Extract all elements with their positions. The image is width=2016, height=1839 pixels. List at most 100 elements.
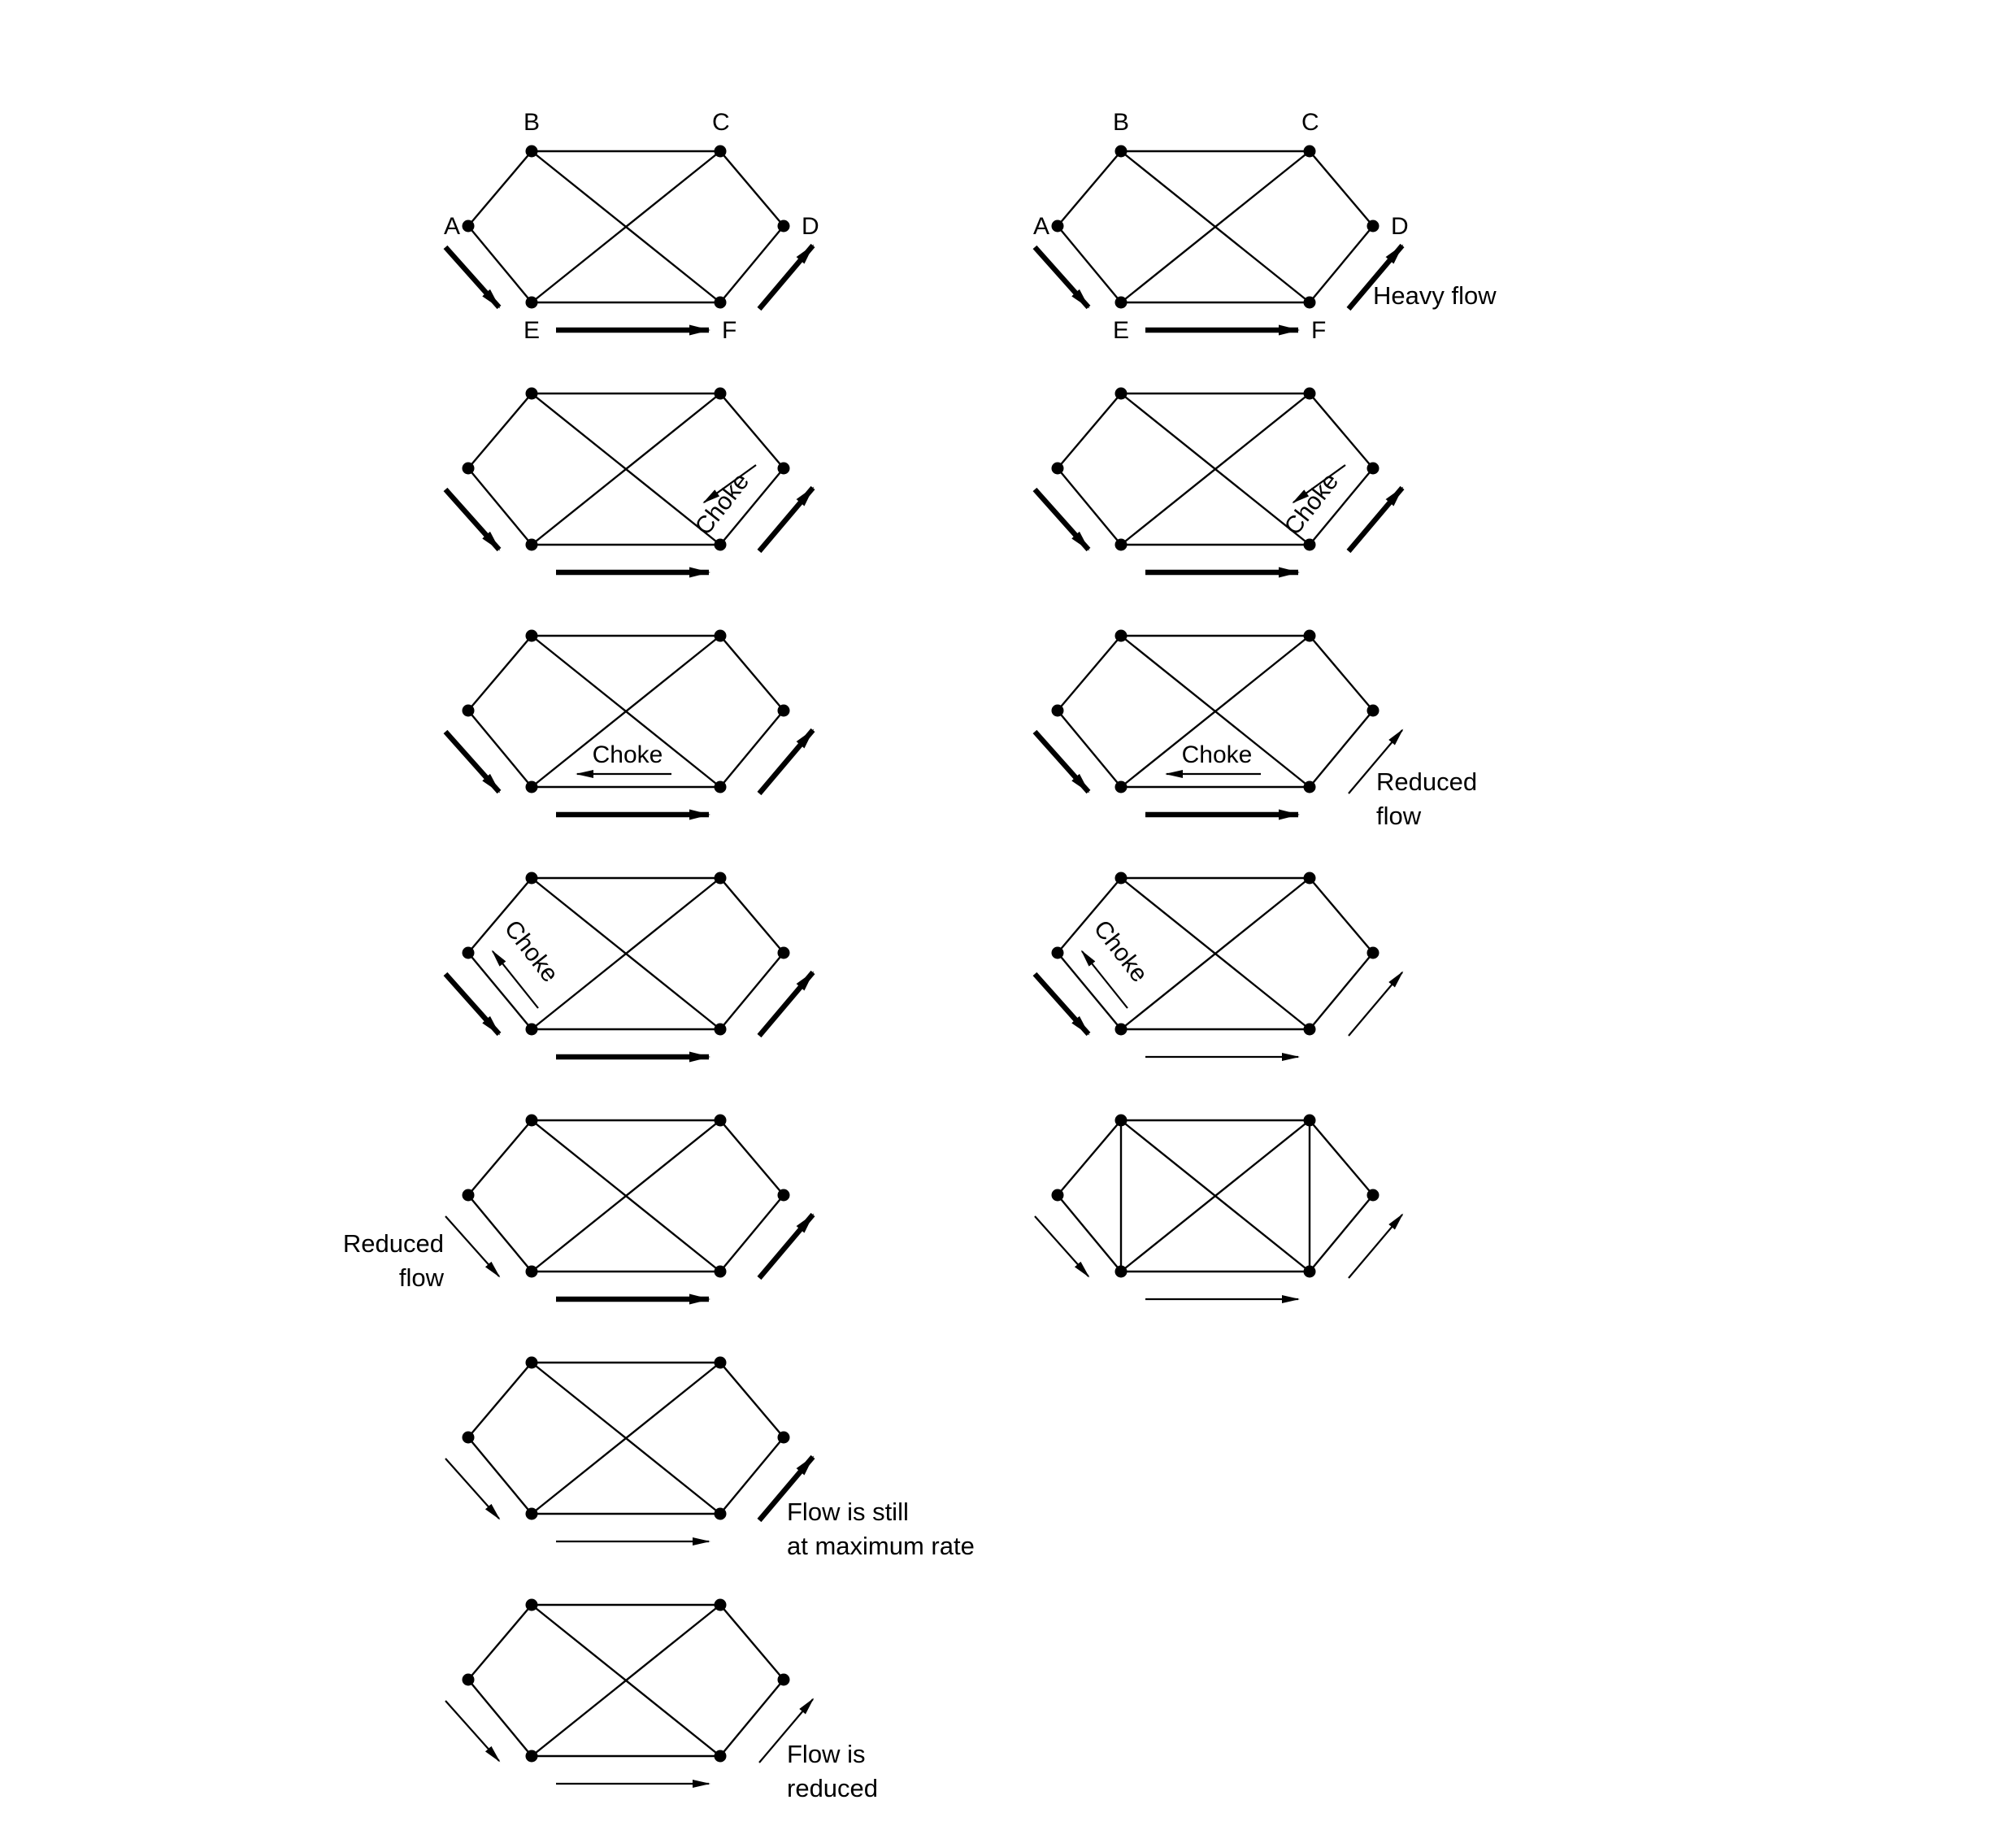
edge-ae — [1057, 952, 1122, 1030]
node-a — [1051, 1189, 1064, 1202]
node-e — [525, 1507, 538, 1520]
node-b — [525, 145, 538, 158]
flow-arrow-ae — [445, 1215, 501, 1278]
frame-note-line-1: Flow is still — [787, 1498, 909, 1526]
flow-arrow-ae — [1032, 729, 1091, 794]
choke-packet: Choke — [690, 464, 757, 540]
flow-arrow-fd — [1346, 485, 1405, 554]
edge-cd — [1309, 393, 1374, 469]
node-b — [1114, 1114, 1127, 1127]
flow-arrow-fd — [1348, 728, 1404, 794]
edge-ae — [467, 225, 532, 303]
node-b — [1114, 387, 1127, 400]
flow-arrow-ae — [1032, 487, 1091, 552]
frame-note-line-1: Reduced — [343, 1229, 444, 1258]
column-caption: (b) — [1197, 1837, 1231, 1839]
edge-fd — [719, 467, 784, 546]
node-b — [525, 1356, 538, 1369]
node-c — [714, 1114, 727, 1127]
edge-fd — [1309, 710, 1374, 788]
edge-ab — [467, 635, 532, 711]
node-label-f: F — [1311, 317, 1326, 344]
node-a — [1051, 220, 1064, 233]
edge-cd — [1309, 1119, 1374, 1196]
node-d — [777, 462, 790, 475]
node-b — [525, 629, 538, 642]
edge-ae — [1057, 1194, 1122, 1272]
frame-a-2: Choke — [443, 387, 815, 578]
node-c — [1303, 629, 1316, 642]
edge-ab — [1057, 635, 1122, 711]
flow-arrow-ae — [1034, 1215, 1090, 1278]
edge-ae — [467, 467, 532, 546]
node-e — [1114, 780, 1127, 793]
node-e — [525, 780, 538, 793]
node-a — [462, 1431, 475, 1444]
flow-arrow-ae — [445, 1458, 501, 1520]
node-e — [1114, 538, 1127, 551]
frame-b-5 — [1034, 1114, 1404, 1303]
edge-fd — [1309, 225, 1374, 303]
node-f — [1303, 296, 1316, 309]
edge-ce — [1120, 877, 1310, 1030]
node-f — [1303, 538, 1316, 551]
flow-arrow-fd — [757, 970, 815, 1038]
flow-arrow-ae — [443, 729, 502, 794]
node-a — [1051, 946, 1064, 959]
edge-ce — [531, 393, 721, 546]
node-f — [714, 1750, 727, 1763]
edge-ae — [1057, 467, 1122, 546]
edge-ae — [1057, 225, 1122, 303]
edge-ab — [467, 150, 532, 227]
edge-ce — [1120, 150, 1310, 303]
edge-ab — [467, 1362, 532, 1438]
node-d — [777, 1189, 790, 1202]
edge-ab — [467, 1119, 532, 1196]
flow-arrow-fd — [1348, 971, 1404, 1037]
node-c — [1303, 872, 1316, 885]
edge-ae — [467, 1194, 532, 1272]
node-e — [525, 538, 538, 551]
node-a — [462, 1673, 475, 1686]
edge-ab — [1057, 393, 1122, 469]
edge-ae — [467, 1679, 532, 1757]
node-c — [714, 145, 727, 158]
node-label-e: E — [1113, 317, 1129, 344]
flow-arrow-fd — [758, 1698, 815, 1763]
node-f — [1303, 1023, 1316, 1036]
choke-arrow — [491, 950, 539, 1009]
edge-ab — [467, 1604, 532, 1680]
node-d — [777, 220, 790, 233]
flow-arrow-fd — [757, 243, 815, 311]
edge-cd — [719, 1119, 784, 1196]
node-c — [714, 1356, 727, 1369]
frame-note-line-1: Heavy flow — [1373, 281, 1497, 310]
node-c — [714, 387, 727, 400]
flow-arrow-fd — [757, 728, 815, 796]
choke-arrow — [1080, 950, 1128, 1009]
flow-arrow-fd — [1346, 243, 1405, 311]
node-d — [1366, 1189, 1379, 1202]
flow-arrow-ae — [1032, 972, 1091, 1037]
edge-fd — [719, 1194, 784, 1272]
edge-cd — [719, 1362, 784, 1438]
node-d — [777, 1431, 790, 1444]
node-label-d: D — [1391, 213, 1409, 240]
edge-ce — [531, 1604, 721, 1757]
flow-arrow-ae — [443, 972, 502, 1037]
node-b — [525, 1114, 538, 1127]
choke-label: Choke — [1280, 468, 1344, 541]
frame-a-3: Choke — [443, 629, 815, 820]
edge-ce — [531, 635, 721, 788]
node-d — [1366, 704, 1379, 717]
edge-cd — [719, 393, 784, 469]
node-label-b: B — [524, 109, 540, 136]
node-label-e: E — [524, 317, 540, 344]
